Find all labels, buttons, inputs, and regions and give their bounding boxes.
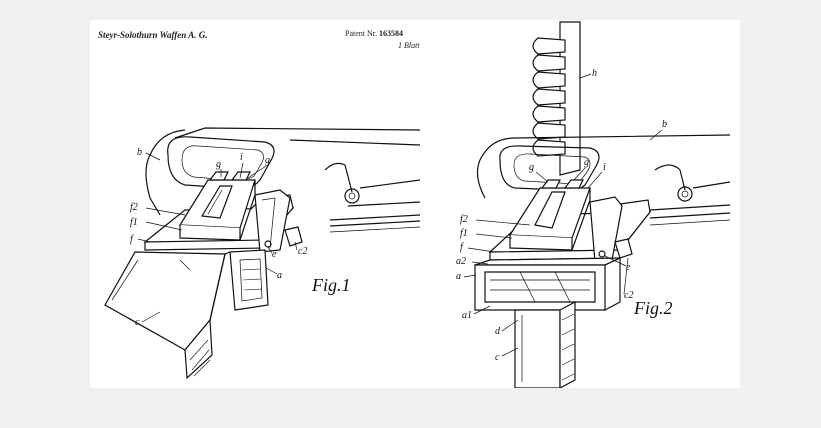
fig2-label-b: b: [662, 119, 667, 130]
fig2-label-c2: c2: [624, 290, 633, 301]
fig2-label-f2: f2: [460, 214, 468, 225]
fig2-label-f: f: [460, 242, 464, 253]
fig2-label-f1: f1: [460, 228, 468, 239]
fig2-label-g-left: g: [529, 162, 534, 173]
patent-drawings: b g i g f2 f1 f e c2 a c Fig.1: [104, 21, 731, 388]
fig2-caption: Fig.2: [633, 298, 673, 318]
fig2-label-d: d: [495, 326, 501, 337]
fig2-label-c: c: [495, 352, 500, 363]
patent-number-value: 163584: [379, 29, 403, 38]
fig2-label-h: h: [592, 68, 597, 79]
fig1-label-f2: f2: [130, 202, 138, 213]
fig1-caption: Fig.1: [311, 275, 351, 295]
fig1-label-c: c: [135, 317, 140, 328]
fig2-label-i: i: [603, 162, 606, 173]
fig1-label-g-left: g: [216, 159, 221, 170]
fig1-label-e: e: [272, 249, 277, 260]
fig1-label-b: b: [137, 147, 142, 158]
fig2-label-e: e: [626, 262, 631, 273]
patent-prefix: Patent Nr.: [345, 29, 377, 38]
fig2-label-a1: a1: [462, 310, 472, 321]
patent-number: Patent Nr. 163584: [345, 29, 403, 38]
figure-1-drawing: [104, 127, 421, 380]
fig2-label-g-right: g: [584, 157, 589, 168]
fig1-label-f: f: [130, 234, 134, 245]
fig1-label-a: a: [277, 270, 282, 281]
fig2-label-a: a: [456, 271, 461, 282]
fig1-label-g-right: g: [265, 155, 270, 166]
fig1-label-f1: f1: [130, 217, 138, 228]
fig2-label-a2: a2: [456, 256, 466, 267]
fig1-label-i: i: [240, 152, 243, 163]
figure-2-drawing: [474, 21, 731, 388]
fig1-label-c2: c2: [298, 246, 307, 257]
sheet-number: 1 Blatt: [398, 41, 420, 50]
patent-sheet: Steyr-Solothurn Waffen A. G. Patent Nr. …: [90, 20, 740, 388]
company-name: Steyr-Solothurn Waffen A. G.: [98, 30, 208, 40]
